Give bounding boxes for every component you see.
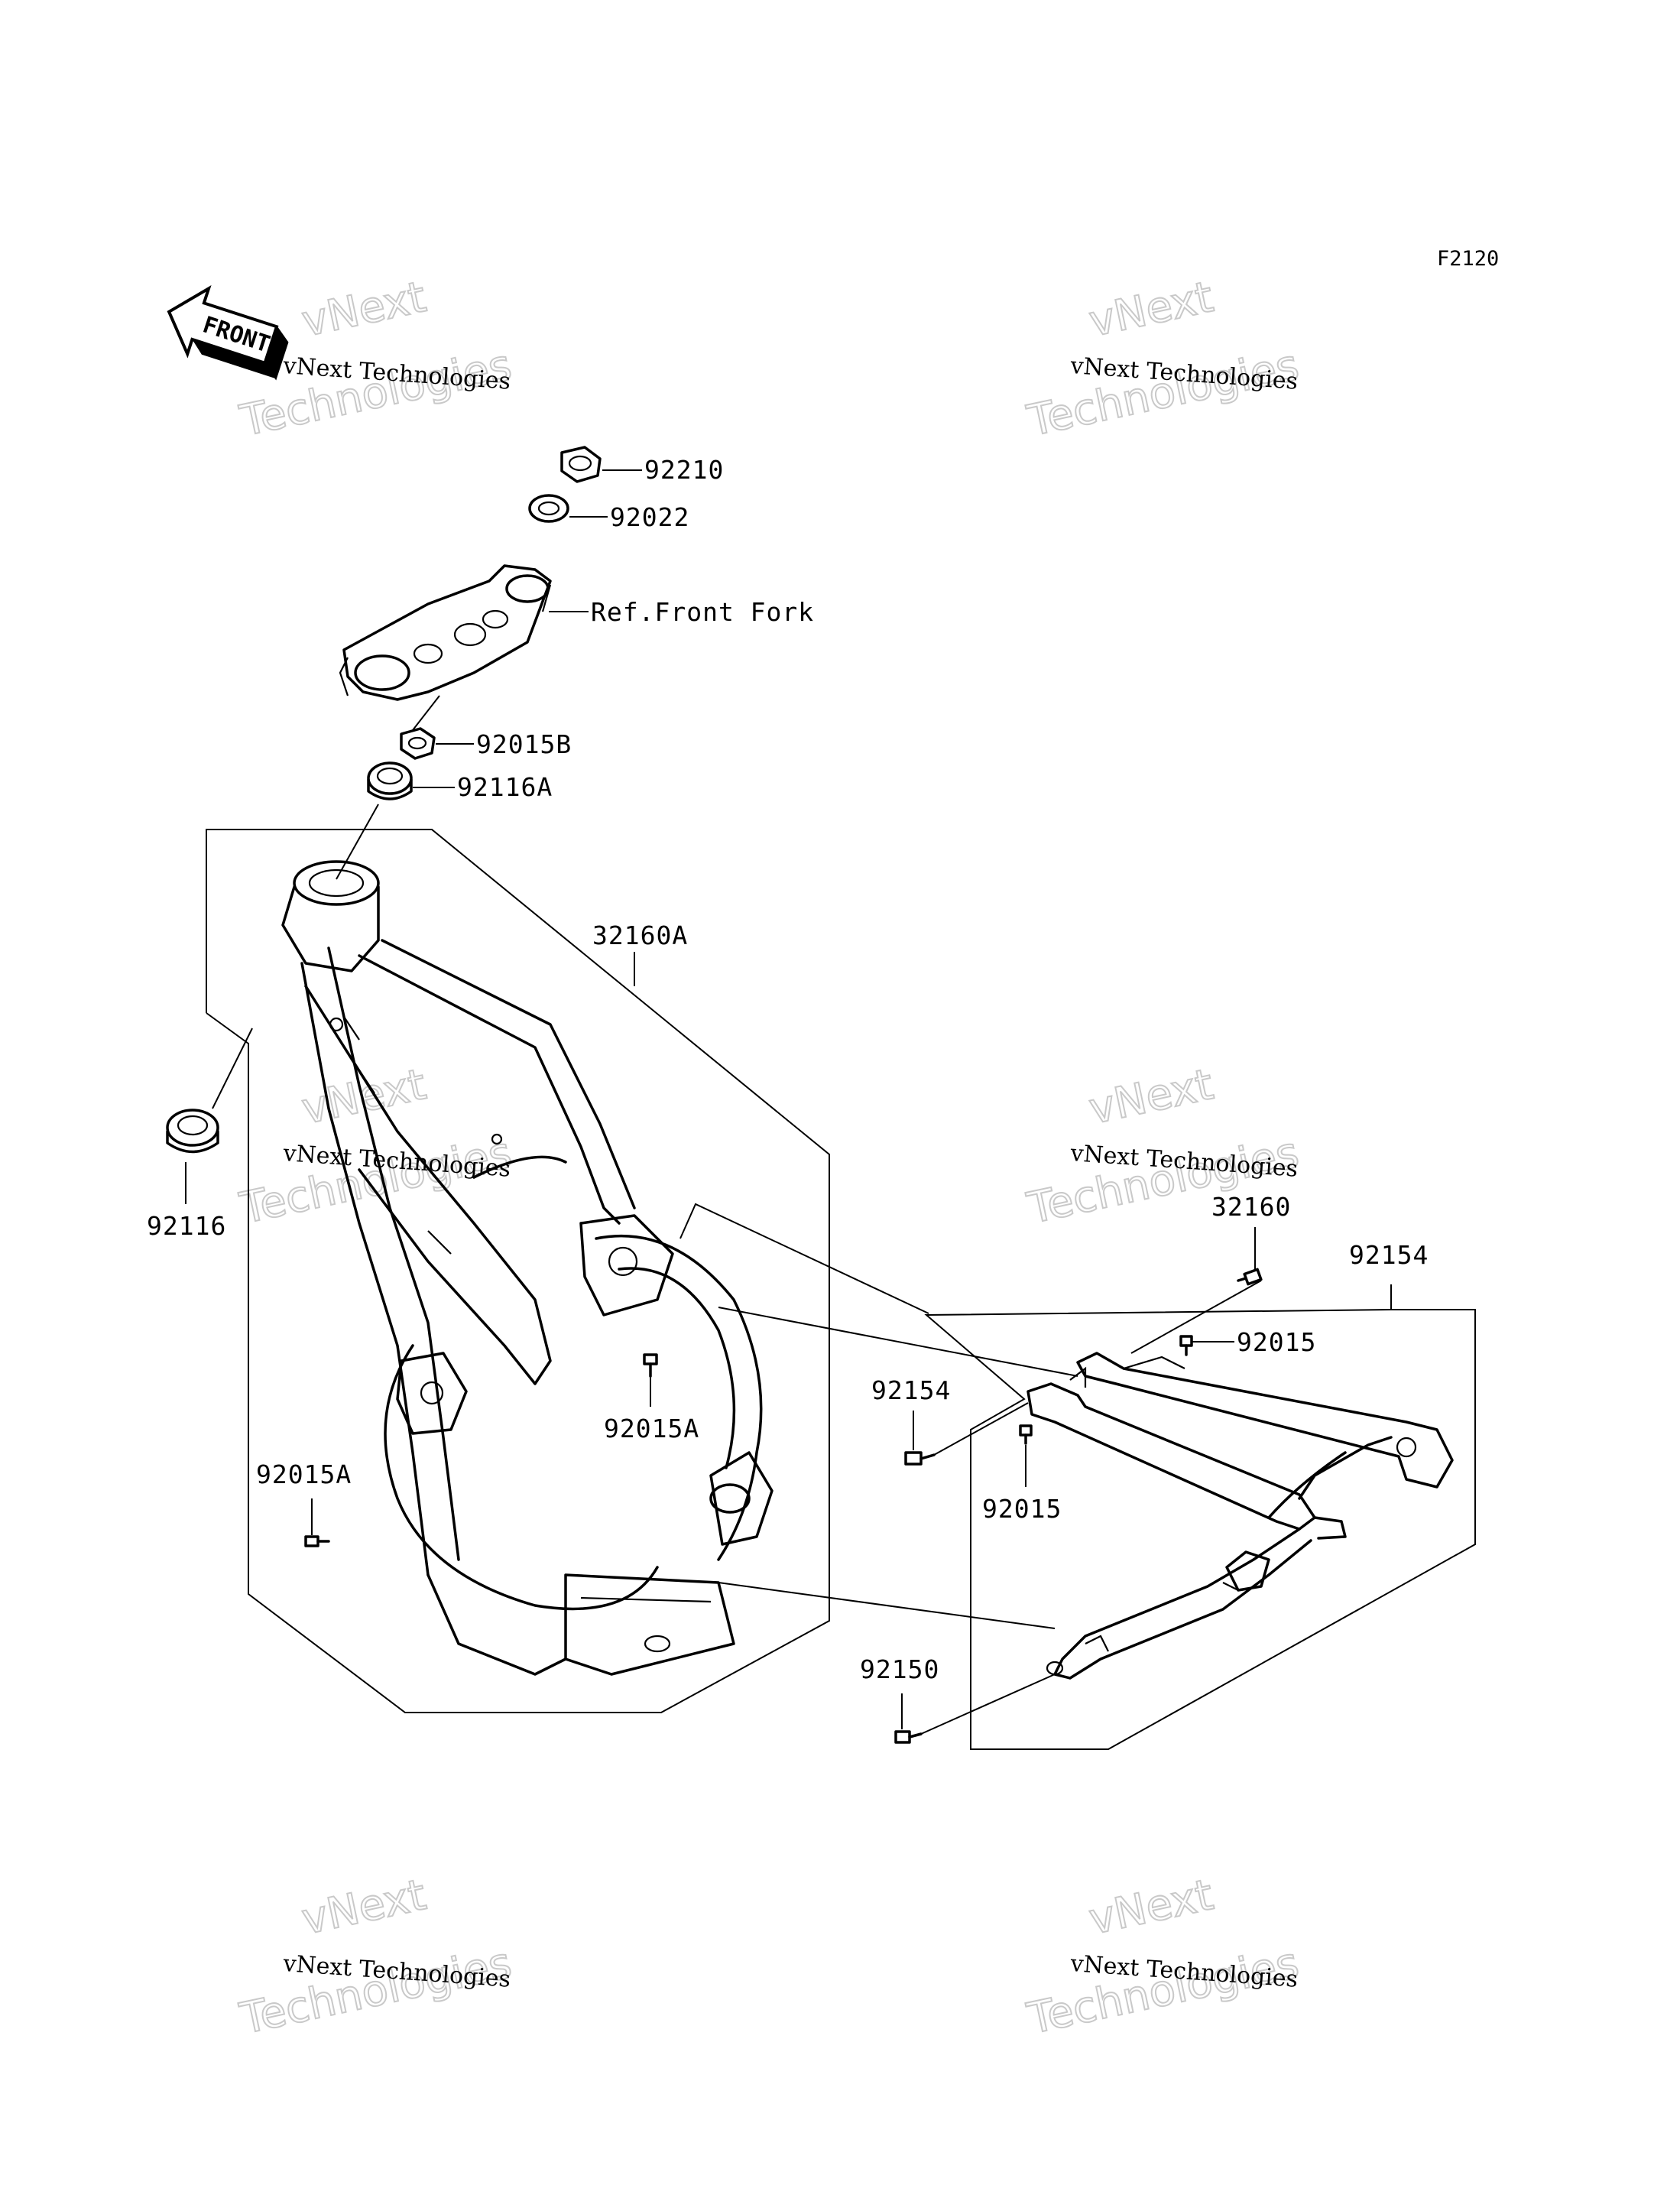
- watermark-bottom-right: vNext Technologies vNext Technologies: [1022, 1869, 1303, 2045]
- bracket-32160: [924, 1309, 1476, 1750]
- callout-92154-left: 92154: [871, 1375, 951, 1405]
- callout-92015A-center: 92015A: [604, 1414, 699, 1443]
- svg-text:vNext: vNext: [297, 1060, 430, 1135]
- bolt-92015A-left-icon: [304, 1535, 330, 1547]
- callout-32160A: 32160A: [592, 920, 688, 950]
- svg-text:vNext: vNext: [297, 1870, 430, 1945]
- callout-92150: 92150: [860, 1654, 939, 1684]
- bolt-92015A-center-icon: [643, 1353, 658, 1378]
- nut-92210-icon: [560, 446, 602, 483]
- bolt-92154-left-icon: [904, 1451, 936, 1466]
- bolt-92154-top-icon: [1237, 1268, 1263, 1286]
- callout-92022: 92022: [610, 502, 689, 532]
- svg-text:Technologies: Technologies: [235, 1938, 515, 2044]
- callout-92015A-left: 92015A: [256, 1459, 352, 1489]
- diagram-code: F2120: [1437, 247, 1499, 271]
- watermark-bottom-left: vNext Technologies vNext Technologies: [235, 1869, 516, 2045]
- bearing-92116A-icon: [367, 761, 413, 800]
- bearing-92116-icon: [166, 1109, 219, 1154]
- svg-text:vNext: vNext: [1085, 272, 1218, 347]
- svg-text:Technologies: Technologies: [1023, 340, 1302, 446]
- callout-92210: 92210: [644, 455, 724, 485]
- washer-92022-icon: [528, 494, 569, 523]
- nut-92015B-icon: [400, 727, 436, 760]
- steering-stem-head-icon: [339, 564, 552, 701]
- front-direction-arrow-icon: FRONT: [167, 284, 289, 381]
- svg-text:vNext: vNext: [297, 272, 430, 347]
- bolt-92015-mid-icon: [1019, 1424, 1033, 1445]
- svg-text:vNext: vNext: [1085, 1870, 1218, 1945]
- callout-92015B: 92015B: [476, 729, 572, 759]
- watermark-top-right: vNext Technologies vNext Technologies: [1022, 271, 1303, 447]
- callout-92015-mid: 92015: [982, 1494, 1062, 1524]
- callout-92116A: 92116A: [457, 772, 553, 802]
- bolt-92150-icon: [894, 1730, 923, 1744]
- callout-92116: 92116: [147, 1211, 226, 1241]
- callout-92154-top: 32160: [1211, 1192, 1291, 1222]
- svg-text:Technologies: Technologies: [235, 1128, 515, 1234]
- svg-text:Technologies: Technologies: [1023, 1938, 1302, 2044]
- main-frame-icon: [281, 860, 774, 1676]
- bracket-32160A: [206, 829, 830, 1713]
- callout-32160: 92154: [1349, 1240, 1429, 1270]
- svg-text:vNext: vNext: [1085, 1060, 1218, 1135]
- rear-subframe-icon: [1026, 1352, 1454, 1680]
- bolt-92015-top-icon: [1179, 1335, 1193, 1356]
- callout-ref-front-fork: Ref.Front Fork: [591, 597, 814, 627]
- callout-92015-top: 92015: [1237, 1327, 1316, 1357]
